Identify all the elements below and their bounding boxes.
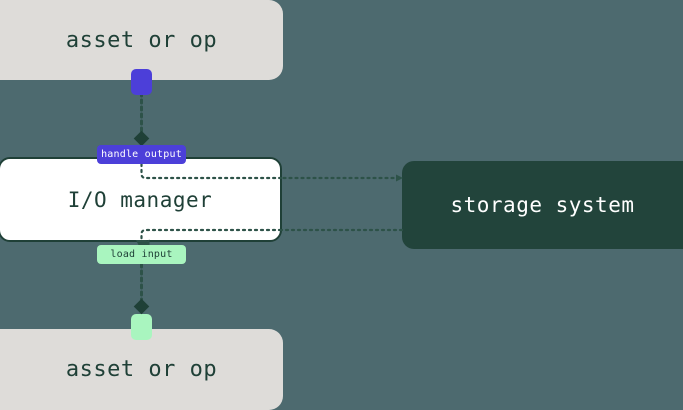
node-asset-or-op-bottom-label: asset or op [65,357,218,382]
node-asset-or-op-top-label: asset or op [65,27,218,53]
node-asset-or-op-bottom[interactable]: asset or op [0,329,283,410]
edge-label-load-input-text: load input [110,249,173,260]
edge-label-handle-output-text: handle output [101,149,182,160]
node-asset-or-op-top[interactable]: asset or op [0,0,283,80]
node-storage-system-label: storage system [450,193,635,217]
port-marker-handle-output [131,69,152,95]
node-storage-system[interactable]: storage system [402,161,683,249]
diamond-marker-load-input [133,298,150,315]
node-io-manager[interactable]: I/O manager [0,157,282,242]
edge-label-load-input[interactable]: load input [97,245,186,264]
diamond-marker-handle-output [133,130,150,147]
port-marker-load-input [131,314,152,340]
edge-label-handle-output[interactable]: handle output [97,145,186,164]
node-io-manager-label: I/O manager [67,187,213,212]
